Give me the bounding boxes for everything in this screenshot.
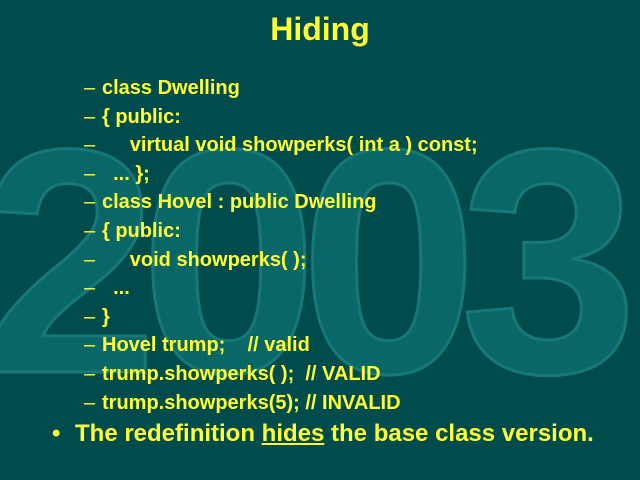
bullet-point: • The redefinition hides the base class …	[52, 418, 612, 449]
dash-bullet: –	[84, 191, 96, 214]
dash-bullet: –	[84, 248, 96, 271]
code-text: ... };	[102, 162, 150, 185]
code-text: virtual void showperks( int a ) const;	[102, 134, 478, 157]
dash-bullet: –	[84, 362, 96, 385]
code-text: Hovel trump; // valid	[102, 334, 310, 357]
code-text: ...	[102, 277, 130, 300]
code-text: trump.showperks(5); // INVALID	[102, 391, 401, 414]
code-text: trump.showperks( ); // VALID	[102, 362, 381, 385]
bullet-emphasis: hides	[261, 420, 325, 447]
dash-bullet: –	[84, 391, 96, 414]
dash-bullet: –	[84, 277, 96, 300]
code-text: void showperks( );	[102, 248, 307, 271]
dash-bullet: –	[84, 305, 96, 328]
dash-bullet: –	[84, 134, 96, 157]
bullet-marker: •	[52, 420, 61, 447]
bullet-text-before: The redefinition	[75, 420, 262, 447]
dash-bullet: –	[84, 77, 96, 99]
bullet-text: The redefinition hides the base class ve…	[75, 418, 612, 449]
code-text: class Dwelling	[102, 77, 240, 99]
bullet-text-after: the base class version.	[324, 420, 594, 447]
code-text: class Hovel : public Dwelling	[102, 191, 377, 214]
code-text: { public:	[102, 219, 181, 242]
dash-bullet: –	[84, 105, 96, 128]
code-text: }	[102, 305, 110, 328]
dash-bullet: –	[84, 219, 96, 242]
dash-bullet: –	[84, 334, 96, 357]
slide-title: Hiding	[270, 11, 370, 47]
code-text: { public:	[102, 105, 181, 128]
dash-bullet: –	[84, 162, 96, 185]
